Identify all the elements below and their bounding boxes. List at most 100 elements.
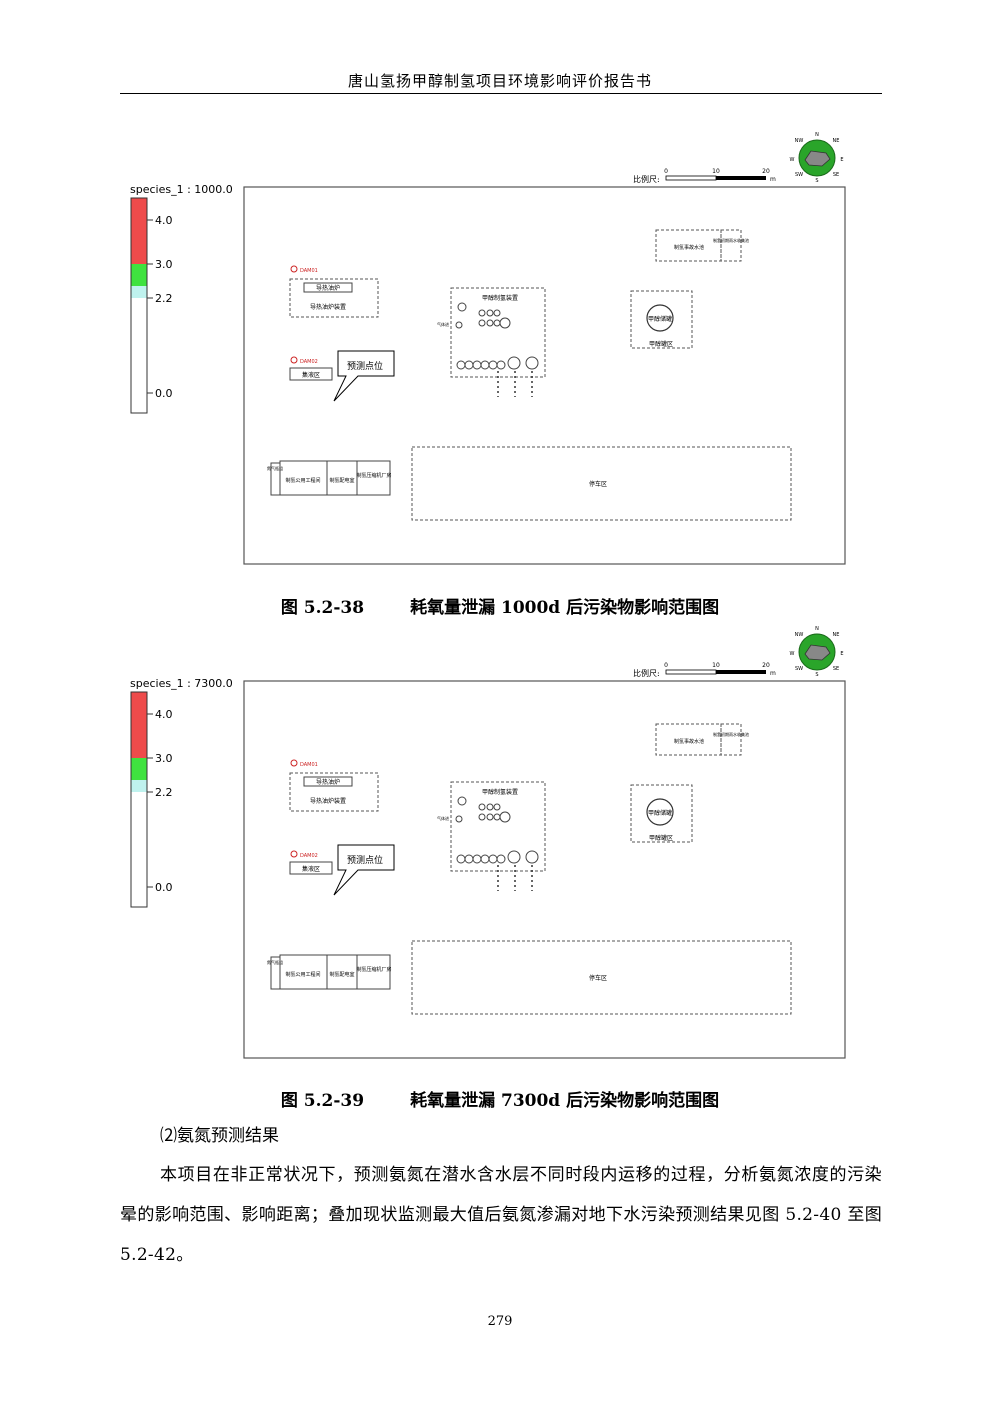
legend-species-label: species_1 : 7300.0	[130, 677, 233, 690]
monitor-callout	[333, 350, 395, 402]
methanol-unit-label: 甲醇制氢装置	[482, 294, 518, 302]
equipment-icon	[478, 309, 486, 317]
legend-bar-outline	[130, 691, 148, 908]
compass-direction-label: W	[790, 651, 795, 657]
compressor-room-label: 制氢压缩机厂房	[356, 966, 391, 973]
methanol-unit-label: 甲醇制氢装置	[482, 788, 518, 796]
buildings-row	[279, 954, 391, 990]
equipment-icon	[493, 813, 501, 821]
heat-furnace-label: 导热油炉	[316, 284, 340, 292]
heat-device-label: 导热油炉装置	[310, 797, 346, 805]
auxiliary-box	[289, 367, 333, 381]
gas-in-label: 气体进	[437, 815, 449, 821]
monitor-callout	[333, 844, 395, 896]
legend-tick-label: 2.2	[155, 786, 173, 799]
init-pool-label: 制氢初期雨水收集池	[713, 731, 749, 737]
scale-tick-label: 0	[664, 662, 668, 669]
parking-label: 停车区	[589, 974, 607, 982]
equipment-icon	[488, 360, 498, 370]
equipment-icon	[525, 356, 539, 370]
compass-center-icon	[804, 150, 831, 167]
equipment-icon	[478, 803, 486, 811]
compass-direction-label: E	[840, 157, 843, 163]
auxiliary-label: 集液区	[302, 865, 320, 873]
tank-area	[630, 784, 693, 843]
page-header-title: 唐山氢扬甲醇制氢项目环境影响评价报告书	[347, 72, 652, 90]
legend-tick-label: 4.0	[155, 214, 173, 227]
compass-direction-label: SE	[833, 666, 839, 672]
scale-label: 比例尺:	[633, 668, 660, 678]
compass-direction-label: NE	[833, 632, 840, 638]
header-rule	[120, 93, 882, 94]
compass-direction-label: S	[815, 178, 818, 184]
parking-area	[411, 446, 792, 521]
map-frame	[243, 186, 846, 565]
legend-tick-label: 0.0	[155, 387, 173, 400]
methanol-tank-icon	[646, 798, 674, 826]
equipment-icon	[499, 811, 511, 823]
equipment-icon	[478, 319, 486, 327]
equipment-icon	[493, 319, 501, 327]
legend-band-low	[131, 780, 147, 792]
dam-marker-icon	[290, 850, 298, 858]
compass-direction-label: SE	[833, 172, 839, 178]
legend-band-mid	[131, 264, 147, 286]
equipment-icon	[493, 309, 501, 317]
methanol-tank-label: 甲醇储罐	[648, 809, 672, 817]
heat-furnace-label: 导热油炉	[316, 778, 340, 786]
nitrogen-label: 氮气瓶组	[267, 465, 283, 471]
heat-furnace-box	[303, 776, 353, 787]
accident-pool-label: 制氢事故水池	[674, 244, 704, 251]
equipment-icon	[499, 317, 511, 329]
auxiliary-box	[289, 861, 333, 875]
equipment-icon	[472, 854, 482, 864]
legend-tick-label: 0.0	[155, 881, 173, 894]
compass-direction-label: NW	[795, 138, 804, 144]
equipment-icon	[486, 803, 494, 811]
equipment-icon	[456, 360, 466, 370]
equipment-icon	[480, 854, 490, 864]
map-frame	[243, 680, 846, 1059]
legend-band-mid	[131, 758, 147, 780]
compass-direction-label: SW	[795, 666, 803, 672]
scale-label: 比例尺:	[633, 174, 660, 184]
equipment-icon	[478, 813, 486, 821]
buildings-row	[279, 460, 391, 496]
accident-pool-label: 制氢事故水池	[674, 738, 704, 745]
heat-furnace-box	[303, 282, 353, 293]
dam-marker-icon	[290, 356, 298, 364]
section-heading: ⑵氨氮预测结果	[160, 1126, 279, 1146]
legend-tick-label: 3.0	[155, 258, 173, 271]
legend-band-high	[131, 198, 147, 264]
equipment-icon	[464, 854, 474, 864]
monitor-point-label: 预测点位	[347, 854, 383, 866]
tank-area	[630, 290, 693, 349]
scale-bar-black	[716, 176, 766, 180]
equipment-icon	[486, 319, 494, 327]
scale-tick-label: 20	[762, 168, 770, 175]
scale-bar-white	[665, 175, 717, 181]
legend-band-low	[131, 286, 147, 298]
init-pool-area	[720, 229, 742, 262]
methanol-tank-label: 甲醇储罐	[648, 315, 672, 323]
equipment-icon	[472, 360, 482, 370]
equipment-icon	[486, 813, 494, 821]
legend-species-label: species_1 : 1000.0	[130, 183, 233, 196]
equipment-icon	[525, 850, 539, 864]
dam-label: DAM01	[300, 762, 318, 768]
legend-tick-label: 3.0	[155, 752, 173, 765]
compass-direction-label: N	[815, 626, 819, 632]
compass-direction-label: S	[815, 672, 818, 678]
parking-label: 停车区	[589, 480, 607, 488]
auxiliary-label: 集液区	[302, 371, 320, 379]
scale-tick-label: 0	[664, 168, 668, 175]
equipment-icon	[456, 854, 466, 864]
compass-direction-label: W	[790, 157, 795, 163]
legend-band-high	[131, 692, 147, 758]
equipment-icon	[486, 309, 494, 317]
equipment-icon	[464, 360, 474, 370]
figure-title: 耗氧量泄漏 1000d 后污染物影响范围图	[410, 598, 720, 618]
